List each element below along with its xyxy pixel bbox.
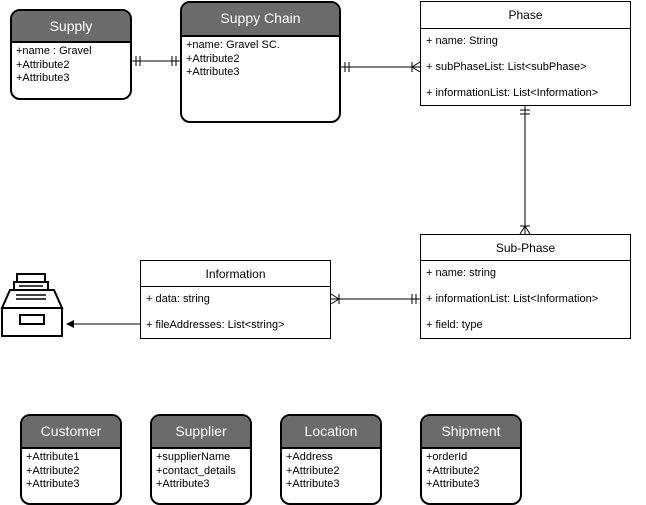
class-title: Phase [421,2,630,29]
class-title: Sub-Phase [421,235,630,261]
class-field: + subPhaseList: List<subPhase> [426,61,587,73]
connector-supplychain-phase [341,61,421,73]
class-field: + fileAddresses: List<string> [146,319,285,331]
entity-attribute: +Attribute3 [186,66,240,78]
entity-attribute: +Attribute2 [286,464,340,477]
entity-location[interactable]: Location +Address +Attribute2 +Attribute… [280,414,382,505]
filing-tray-icon [0,273,64,337]
entity-supply-chain[interactable]: Suppy Chain +name: Gravel SC. +Attribute… [180,1,341,123]
entity-attribute: +Attribute2 [186,52,240,65]
entity-shipment[interactable]: Shipment +orderId +Attribute2 +Attribute… [420,414,522,505]
class-field: + name: String [426,35,498,47]
class-field: + name: string [426,267,497,279]
entity-attribute: +supplierName [156,451,231,463]
class-field: + informationList: List<Information> [426,87,599,99]
class-field: + informationList: List<Information> [426,293,599,305]
arrowhead [66,320,74,328]
entity-attribute: +Attribute2 [16,58,70,71]
entity-attribute: +Attribute1 [26,451,80,463]
entity-attribute: +Attribute3 [426,478,480,490]
entity-title: Supplier [152,416,250,449]
class-field: + data: string [146,293,210,305]
entity-title: Supply [12,11,130,43]
entity-attribute: +Attribute3 [286,478,340,490]
entity-attribute: +contact_details [156,464,236,477]
class-phase[interactable]: Phase + name: String + subPhaseList: Lis… [420,1,631,106]
class-title: Information [141,261,330,287]
entity-title: Shipment [422,416,520,449]
entity-attribute: +Attribute2 [426,464,480,477]
connector-supply-supplychain [132,56,180,66]
entity-attribute: +Attribute2 [26,464,80,477]
entity-attribute: +Attribute3 [156,478,210,490]
entity-supplier[interactable]: Supplier +supplierName +contact_details … [150,414,252,505]
entity-attribute: +name : Gravel [16,45,92,57]
entity-supply[interactable]: Supply +name : Gravel +Attribute2 +Attri… [10,9,132,100]
class-sub-phase[interactable]: Sub-Phase + name: string + informationLi… [420,234,631,339]
connector-information-subphase [330,293,420,305]
connector-phase-subphase [519,106,531,235]
entity-attribute: +Address [286,451,333,463]
class-information[interactable]: Information + data: string + fileAddress… [140,260,331,339]
entity-customer[interactable]: Customer +Attribute1 +Attribute2 +Attrib… [20,414,122,505]
entity-title: Suppy Chain [182,3,339,37]
entity-attribute: +Attribute3 [26,478,80,490]
entity-attribute: +Attribute3 [16,72,70,84]
entity-title: Location [282,416,380,449]
class-field: + field: type [426,319,483,331]
entity-attribute: +orderId [426,451,468,463]
entity-attribute: +name: Gravel SC. [186,39,280,51]
entity-title: Customer [22,416,120,449]
